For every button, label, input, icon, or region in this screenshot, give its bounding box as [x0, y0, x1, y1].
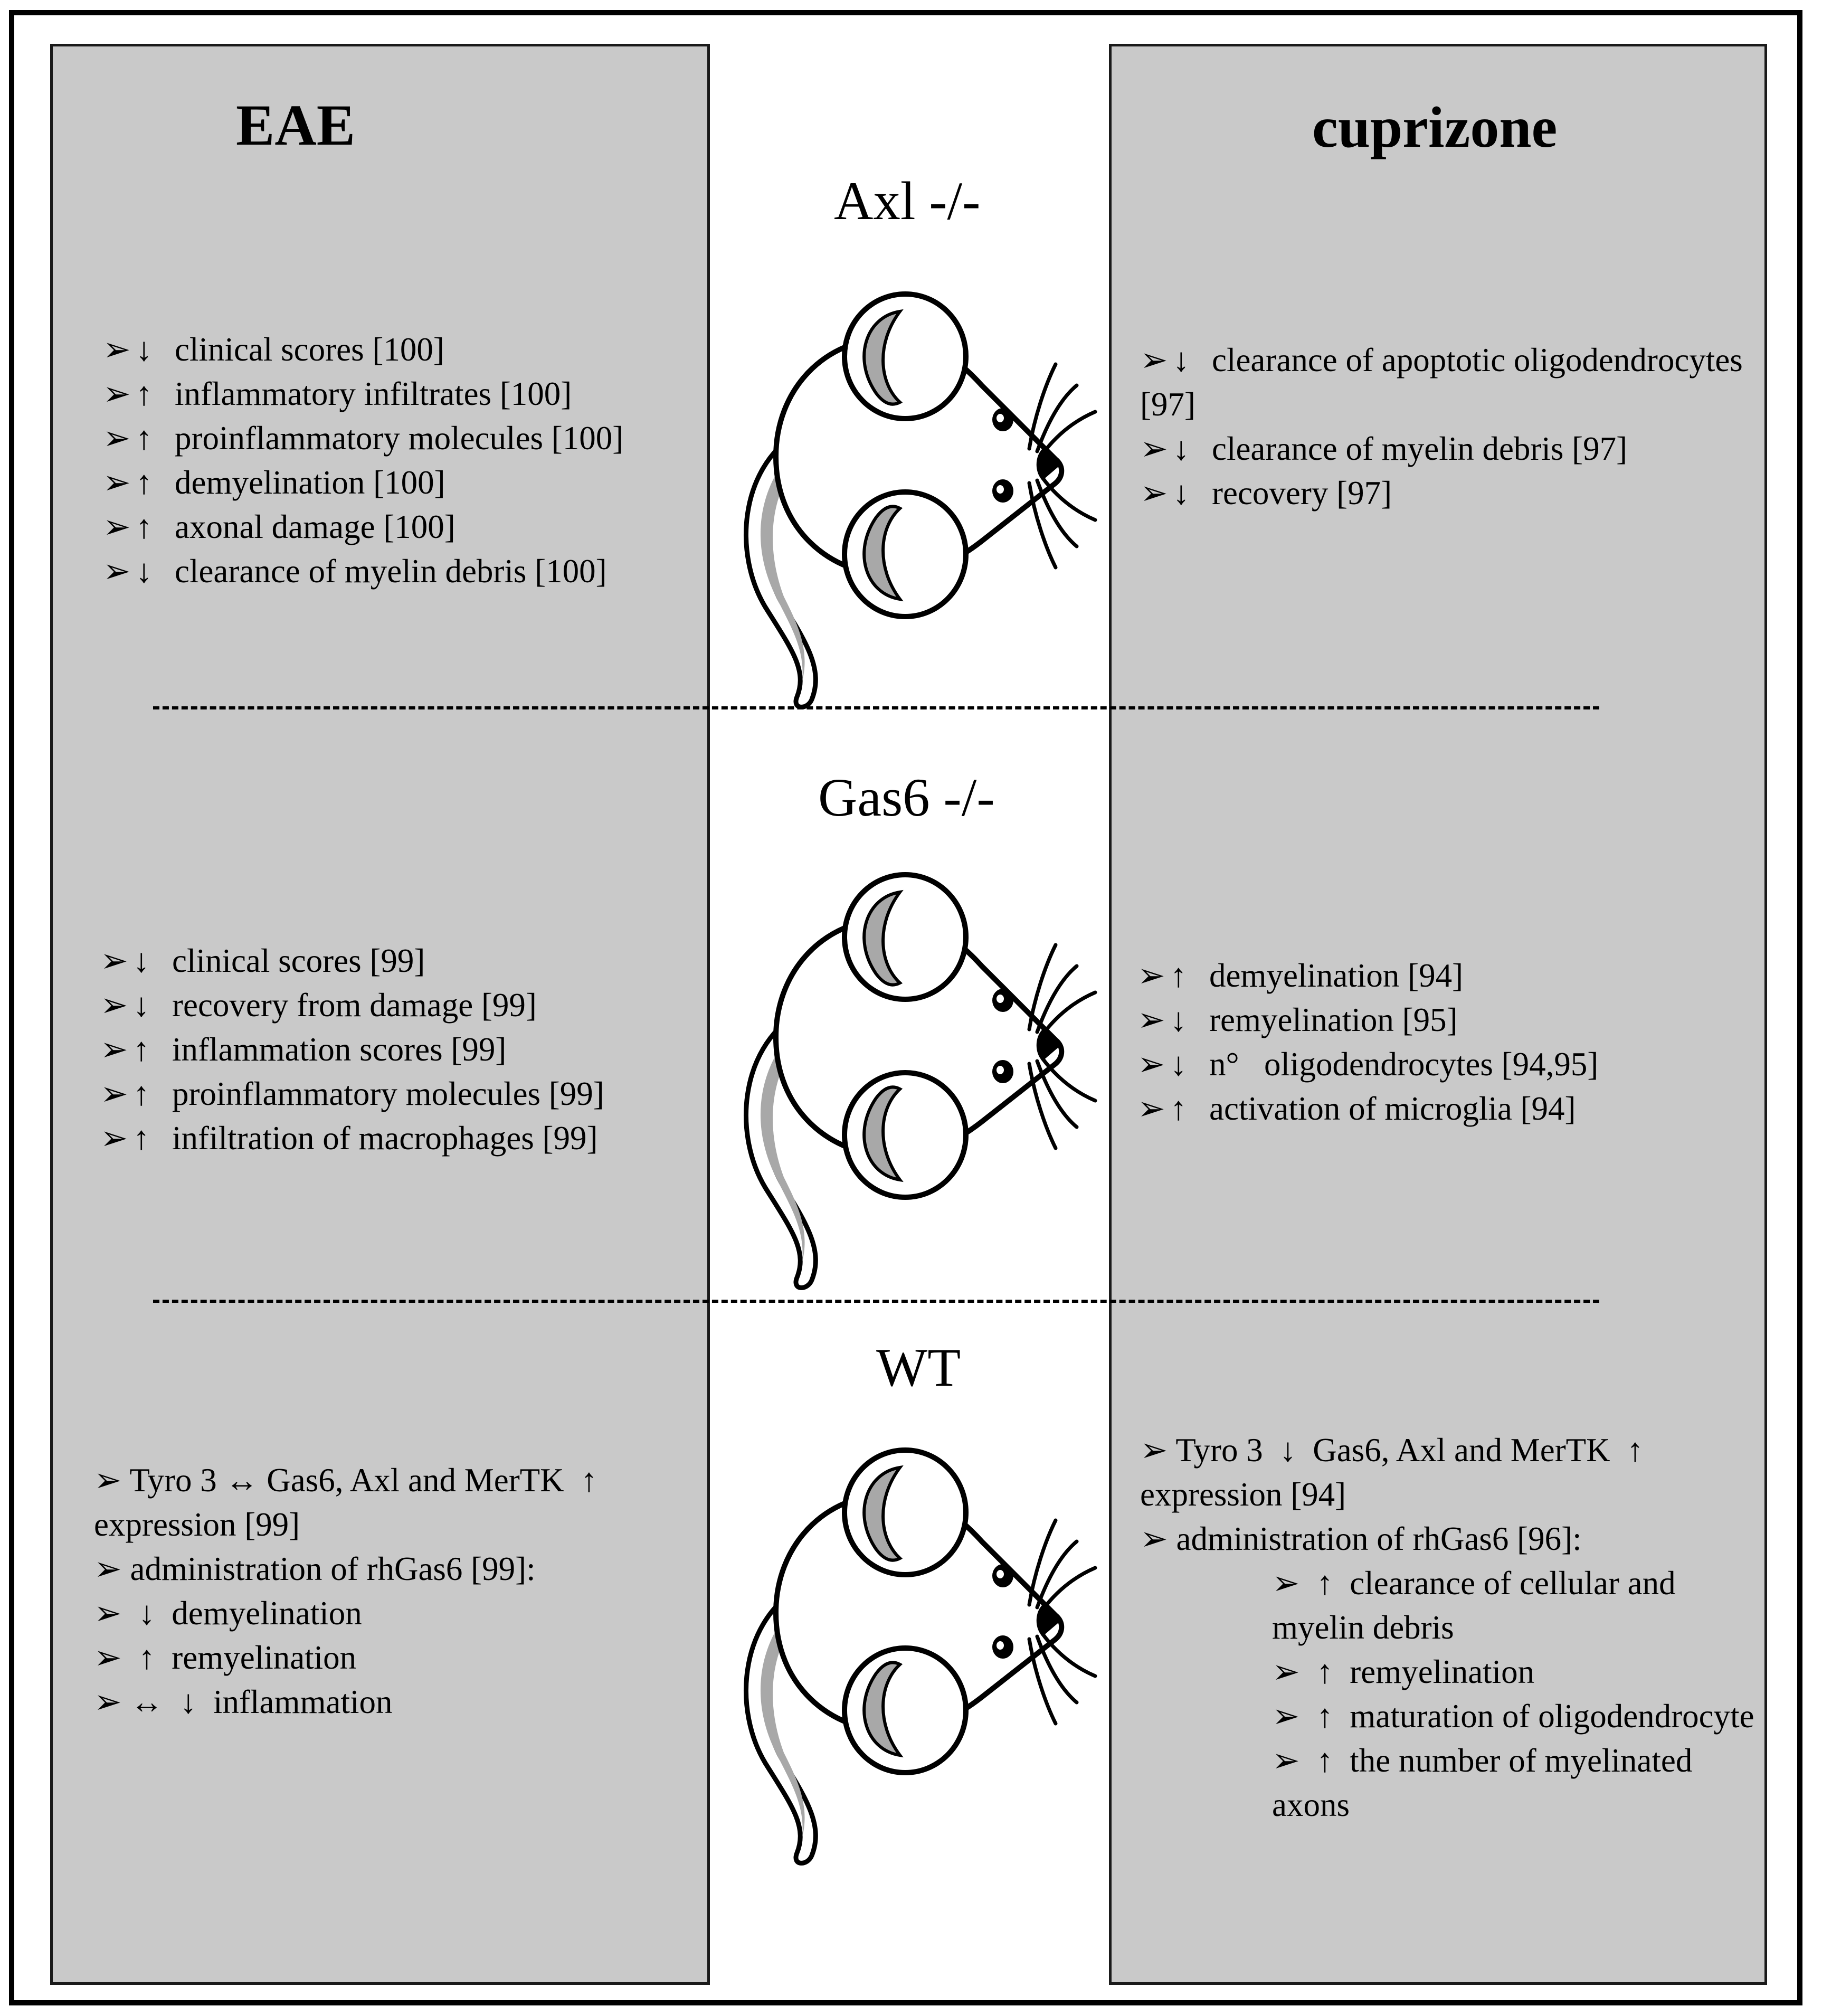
finding-item: ➢ administration of rhGas6 [99]: — [94, 1550, 536, 1587]
mouse-icon — [744, 1447, 1097, 1866]
finding-subitem: ➢ ↓ demyelination — [94, 1595, 362, 1632]
cuprizone-title: cuprizone — [1312, 95, 1558, 159]
eae-panel — [50, 44, 710, 1985]
finding-item: expression [99] — [94, 1506, 300, 1543]
finding-subitem: ➢ ↑ remyelination — [1272, 1653, 1535, 1690]
finding-item: ➢↑inflammation scores [99] — [100, 1031, 507, 1068]
cuprizone-axl-findings: ➢↓clearance of apoptotic oligodendrocyte… — [1140, 338, 1752, 515]
eae-title: EAE — [236, 93, 356, 157]
finding-subitem: ➢ ↔ ↓ inflammation — [94, 1683, 393, 1720]
mouse-icon — [744, 291, 1097, 709]
finding-subitem: ➢ ↑ clearance of cellular and myelin deb… — [1272, 1565, 1676, 1646]
finding-item: ➢↑demyelination [94] — [1137, 957, 1464, 994]
finding-item: ➢↑inflammatory infiltrates [100] — [103, 375, 572, 412]
finding-item: ➢↓n° oligodendrocytes [94,95] — [1137, 1046, 1599, 1083]
cuprizone-gas6-findings: ➢↑demyelination [94] ➢↓remyelination [95… — [1137, 953, 1598, 1131]
genotype-label-axl: Axl -/- — [834, 171, 981, 231]
finding-item: ➢↑activation of microglia [94] — [1137, 1090, 1576, 1127]
finding-item: ➢↓remyelination [95] — [1137, 1001, 1458, 1038]
finding-item: ➢↓clearance of apoptotic oligodendrocyte… — [1140, 342, 1743, 423]
row-divider-1 — [153, 706, 1599, 709]
finding-item: ➢↓recovery from damage [99] — [100, 987, 537, 1024]
finding-item: ➢↑axonal damage [100] — [103, 508, 456, 545]
row-divider-2 — [153, 1300, 1599, 1303]
finding-item: ➢↓clinical scores [100] — [103, 331, 444, 368]
finding-item: ➢↑proinflammatory molecules [100] — [103, 420, 624, 457]
eae-axl-findings: ➢↓clinical scores [100] ➢↑inflammatory i… — [103, 327, 623, 593]
genotype-label-gas6: Gas6 -/- — [818, 768, 995, 828]
finding-item: ➢↓clinical scores [99] — [100, 942, 425, 979]
finding-item: ➢↑proinflammatory molecules [99] — [100, 1075, 604, 1112]
cuprizone-panel — [1109, 44, 1767, 1985]
finding-subitem: ➢ ↑ maturation of oligodendrocyte — [1272, 1698, 1754, 1735]
finding-item: ➢↑infiltration of macrophages [99] — [100, 1120, 598, 1157]
finding-item: expression [94] — [1140, 1476, 1346, 1513]
mouse-icon — [744, 872, 1097, 1290]
finding-item: ➢↓recovery [97] — [1140, 475, 1392, 512]
eae-gas6-findings: ➢↓clinical scores [99] ➢↓recovery from d… — [100, 939, 604, 1160]
finding-item: ➢ administration of rhGas6 [96]: — [1140, 1520, 1582, 1557]
finding-item: ➢↑demyelination [100] — [103, 464, 445, 501]
finding-subitem: ➢ ↑ remyelination — [94, 1639, 357, 1676]
cuprizone-wt-findings: ➢ Tyro 3 ↓ Gas6, Axl and MerTK ↑ express… — [1140, 1428, 1758, 1827]
finding-item: ➢ Tyro 3 ↓ Gas6, Axl and MerTK ↑ — [1140, 1432, 1644, 1469]
figure-frame — [9, 10, 1802, 2005]
eae-wt-findings: ➢ Tyro 3 ↔ Gas6, Axl and MerTK ↑ express… — [94, 1458, 696, 1724]
finding-item: ➢ Tyro 3 ↔ Gas6, Axl and MerTK ↑ — [94, 1462, 597, 1499]
finding-item: ➢↓clearance of myelin debris [97] — [1140, 430, 1628, 467]
finding-subitem: ➢ ↑ the number of myelinated axons — [1272, 1742, 1693, 1823]
genotype-label-wt: WT — [876, 1338, 961, 1398]
finding-item: ➢↓clearance of myelin debris [100] — [103, 553, 607, 590]
